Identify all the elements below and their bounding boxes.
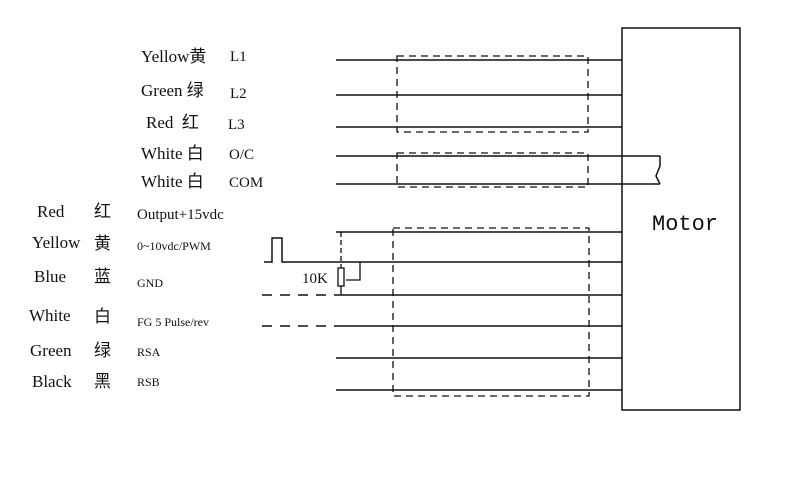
signal-gnd: GND [137, 276, 163, 290]
shield-power [396, 55, 589, 133]
signal-l3: L3 [228, 117, 245, 133]
label-yellow-pwm: Yellow [32, 233, 81, 252]
resistor-10k [337, 267, 345, 287]
pwm-pulse-symbol [264, 237, 290, 263]
shield-oc-com [396, 152, 589, 188]
signal-rsa: RSA [137, 345, 161, 359]
signal-l1: L1 [230, 49, 247, 65]
cn-green-rsa: 绿 [94, 341, 111, 360]
cn-white-fg: 白 [94, 307, 111, 326]
signal-com: COM [229, 175, 264, 191]
cn-red-output: 红 [94, 202, 111, 221]
label-red-output: Red [37, 202, 65, 221]
cn-black-rsb: 黑 [94, 372, 111, 391]
motor-label: Motor [652, 212, 719, 237]
label-black-rsb: Black [32, 372, 72, 391]
label-white-oc: White 白 [141, 144, 204, 163]
signal-rsb: RSB [137, 375, 160, 389]
resistor-tap [346, 262, 361, 281]
shield-signal [392, 227, 590, 397]
label-white-com: White 白 [141, 172, 204, 191]
cn-yellow-pwm: 黄 [94, 234, 111, 253]
signal-fg: FG 5 Pulse/rev [137, 315, 209, 329]
label-green-rsa: Green [30, 341, 72, 360]
cn-blue-gnd: 蓝 [94, 267, 111, 286]
signal-output: Output+15vdc [137, 207, 224, 223]
label-blue-gnd: Blue [34, 267, 67, 286]
signal-oc: O/C [229, 147, 255, 163]
oc-com-switch [655, 156, 661, 185]
signal-l2: L2 [230, 86, 247, 102]
label-red-l3: Red 红 [146, 113, 199, 132]
label-green-l2: Green 绿 [141, 81, 204, 100]
motor-box [621, 27, 741, 411]
resistor-label: 10K [302, 271, 328, 287]
signal-pwm: 0~10vdc/PWM [137, 239, 211, 253]
label-yellow-l1: Yellow黄 [141, 47, 207, 66]
label-white-fg: White [29, 306, 71, 325]
